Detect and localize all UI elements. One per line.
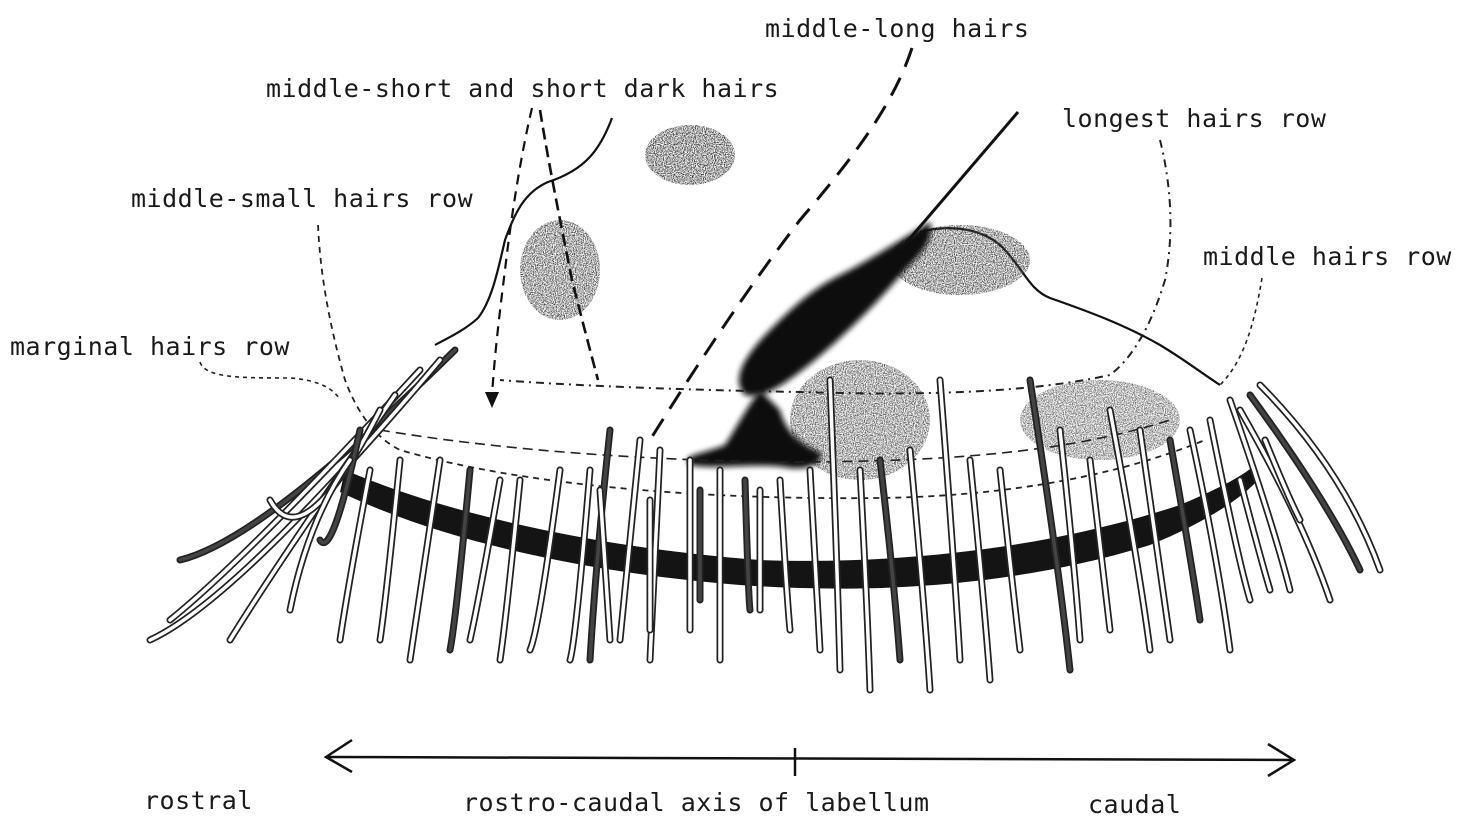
hair-fill — [1265, 440, 1300, 520]
label-middle-long-hairs: middle-long hairs — [765, 16, 1029, 41]
axis-label-rostral: rostral — [144, 788, 253, 813]
hair-fill — [450, 470, 470, 650]
hair-fill — [410, 460, 440, 660]
middle-hairs-row-line — [1220, 278, 1262, 385]
marginal-hairs-row-line — [200, 362, 340, 400]
arrowhead-middle-short — [485, 392, 499, 408]
hair-fill — [940, 380, 960, 660]
hair-fill — [470, 480, 500, 640]
hair-fill — [620, 440, 640, 640]
rostro-caudal-axis — [326, 740, 1294, 776]
label-middle-hairs-row: middle hairs row — [1203, 244, 1452, 269]
axis-line — [328, 757, 1292, 760]
label-marginal-hairs-row: marginal hairs row — [10, 334, 290, 359]
hair-fill — [500, 480, 520, 660]
axis-title: rostro-caudal axis of labellum — [463, 790, 930, 815]
axis-label-caudal: caudal — [1088, 792, 1181, 817]
label-middle-short-dark-hairs: middle-short and short dark hairs — [266, 76, 779, 101]
label-middle-small-hairs-row: middle-small hairs row — [131, 186, 473, 211]
label-longest-hairs-row: longest hairs row — [1062, 106, 1326, 131]
longest-hairs-row-line — [500, 140, 1170, 393]
